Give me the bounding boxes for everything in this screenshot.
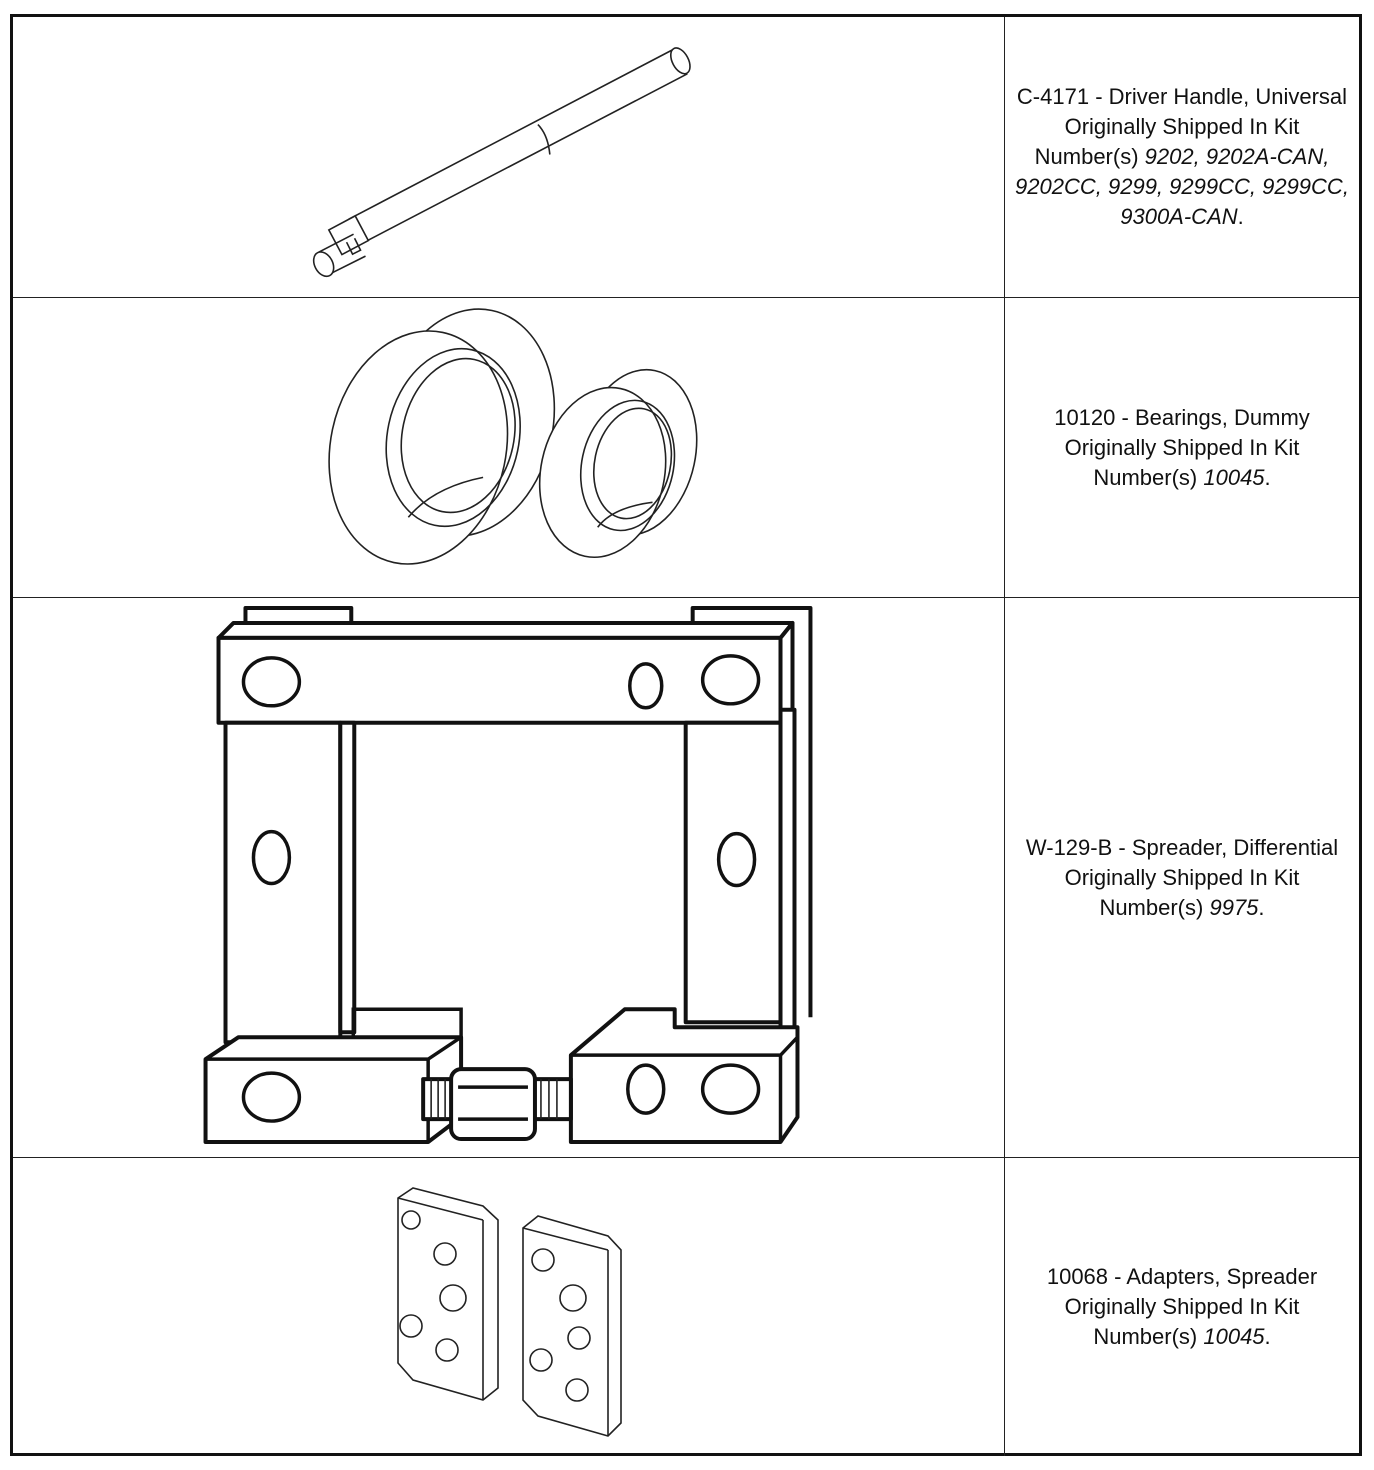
tool-name: Bearings, Dummy	[1134, 404, 1310, 430]
table-row: 10068 - Adapters, Spreader Originally Sh…	[13, 1158, 1359, 1456]
shipped-label: Originally Shipped In Kit Number(s)	[1064, 1294, 1300, 1349]
shipped-label: Originally Shipped In Kit Number(s)	[1064, 434, 1300, 490]
description-cell: C-4171 - Driver Handle, Universal Origin…	[1005, 17, 1359, 297]
tool-number: 10120	[1054, 404, 1116, 430]
image-cell	[13, 1158, 1005, 1456]
image-cell	[13, 17, 1005, 297]
terminator: .	[1237, 204, 1244, 229]
tool-table: C-4171 - Driver Handle, Universal Origin…	[10, 14, 1362, 1456]
separator: -	[1089, 84, 1109, 109]
driver-handle-drawing	[312, 47, 691, 278]
kit-numbers: 9202, 9202A-CAN, 9202CC, 9299, 9299CC, 9…	[1015, 144, 1349, 229]
dummy-bearings-drawing	[328, 308, 698, 565]
separator: -	[1108, 1264, 1127, 1289]
tool-name: Driver Handle, Universal	[1108, 84, 1348, 109]
tool-name: Spreader, Differential	[1131, 834, 1339, 860]
terminator: .	[1264, 1324, 1271, 1349]
description-cell: 10120 - Bearings, Dummy Originally Shipp…	[1005, 298, 1359, 597]
separator: -	[1115, 404, 1135, 430]
image-cell	[13, 298, 1005, 597]
differential-spreader-drawing	[203, 605, 813, 1145]
terminator: .	[1264, 464, 1271, 490]
image-cell	[13, 598, 1005, 1157]
kit-numbers: 10045	[1203, 1324, 1265, 1349]
kit-numbers: 10045	[1203, 464, 1265, 490]
table-row: W-129-B - Spreader, Differential Origina…	[13, 598, 1359, 1158]
kit-numbers: 9975	[1209, 894, 1259, 920]
tool-name: Adapters, Spreader	[1126, 1264, 1318, 1289]
terminator: .	[1258, 894, 1265, 920]
shipped-label: Originally Shipped In Kit Number(s)	[1034, 114, 1300, 169]
shipped-label: Originally Shipped In Kit Number(s)	[1064, 864, 1300, 920]
tool-number: C-4171	[1016, 84, 1090, 109]
tool-number: W-129-B	[1025, 834, 1113, 860]
description-cell: 10068 - Adapters, Spreader Originally Sh…	[1005, 1158, 1359, 1456]
description-cell: W-129-B - Spreader, Differential Origina…	[1005, 598, 1359, 1157]
tool-number: 10068	[1046, 1264, 1109, 1289]
table-row: 10120 - Bearings, Dummy Originally Shipp…	[13, 298, 1359, 598]
separator: -	[1112, 834, 1132, 860]
spreader-adapters-drawing	[397, 1187, 622, 1437]
table-row: C-4171 - Driver Handle, Universal Origin…	[13, 17, 1359, 298]
